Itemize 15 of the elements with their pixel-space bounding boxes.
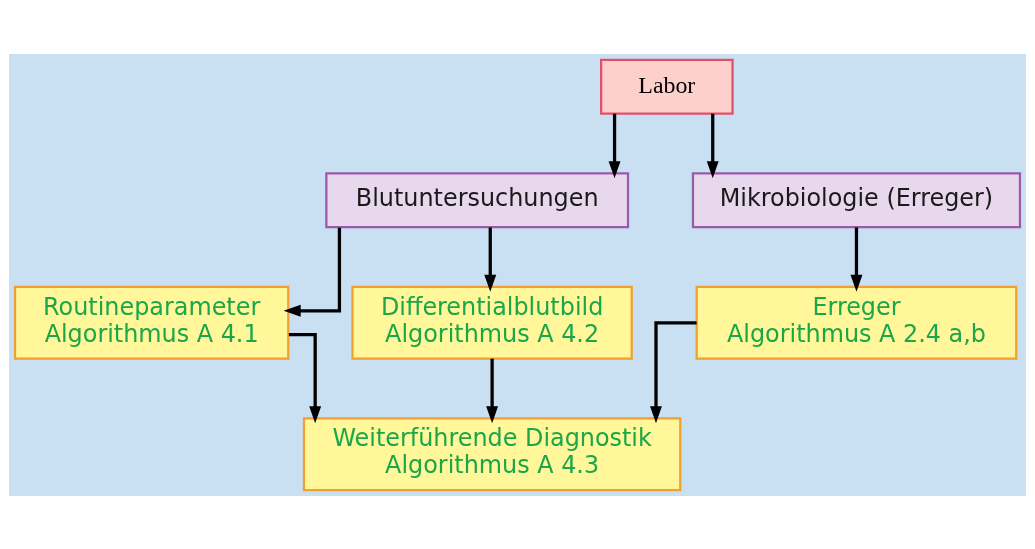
arrow: [650, 320, 697, 423]
arrow: [288, 332, 322, 423]
node-box: Mikrobiologie (Erreger): [691, 171, 1022, 228]
arrow: [608, 113, 621, 178]
node-box: Weiterführende Diagnostik Algorithmus A 4.3: [302, 416, 682, 491]
node-box: Blutuntersuchungen: [325, 171, 630, 228]
arrow: [850, 227, 863, 292]
arrow: [283, 227, 342, 317]
arrow: [486, 358, 499, 423]
arrow: [706, 113, 719, 178]
node-box: Erreger Algorithmus A 2.4 a,b: [695, 285, 1018, 360]
node-box: Differentialblutbild Algorithmus A 4.2: [351, 285, 633, 360]
node-box: Labor: [600, 58, 734, 115]
arrow: [484, 227, 497, 292]
node-box: Routineparameter Algorithmus A 4.1: [13, 285, 290, 360]
